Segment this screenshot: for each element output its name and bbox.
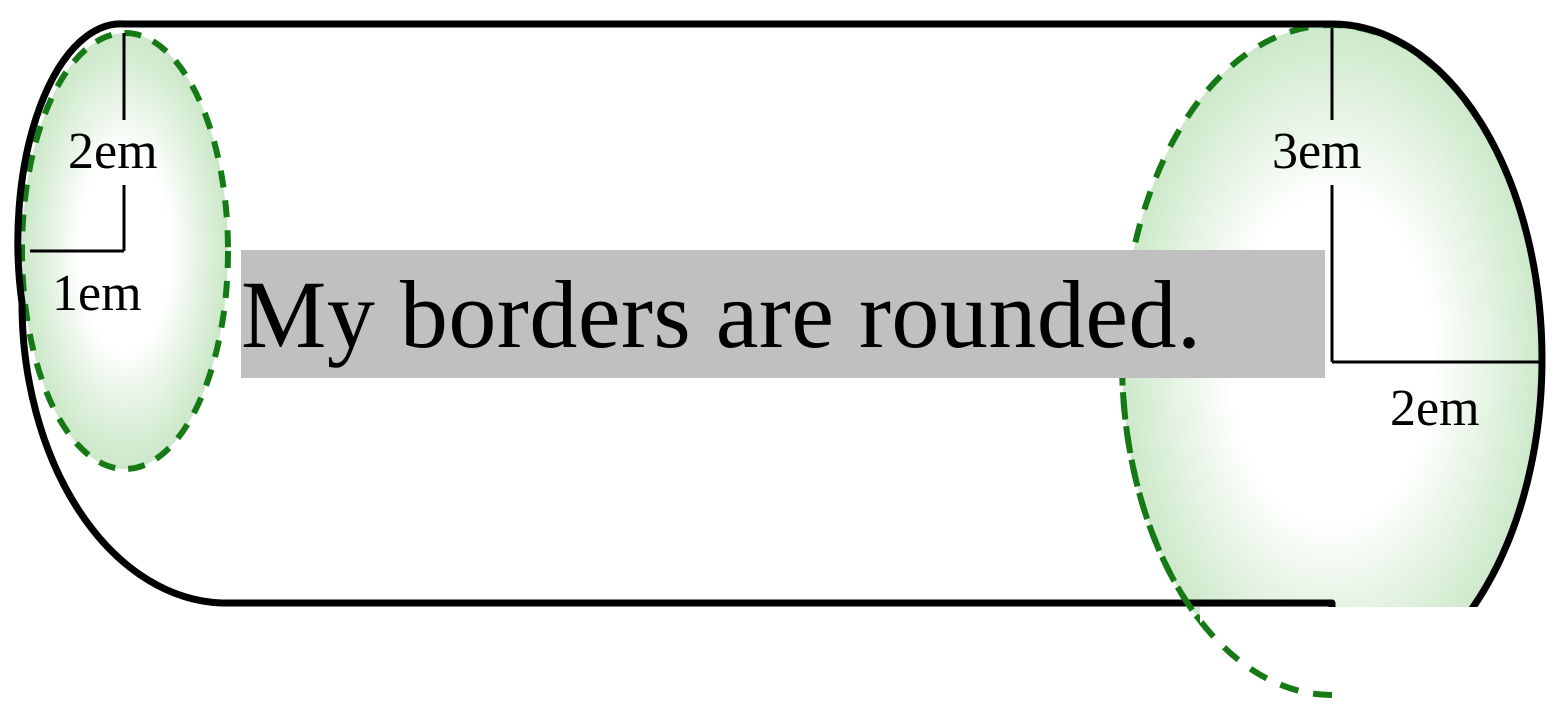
top-left-horizontal-radius-label: 1em <box>52 265 142 322</box>
top-right-guide-redraw <box>1119 359 1333 698</box>
top-left-measure-lines <box>30 33 126 253</box>
top-left-vertical-radius-label: 2em <box>68 123 158 180</box>
top-right-vertical-radius-label: 3em <box>1272 123 1362 180</box>
top-right-measure-lines <box>1330 28 1542 364</box>
top-right-horizontal-radius-label: 2em <box>1390 380 1480 437</box>
content-text-box: My borders are rounded. <box>241 250 1325 378</box>
mask-bottom-overflow <box>1200 607 1565 718</box>
mask-right-overflow <box>1546 0 1565 718</box>
